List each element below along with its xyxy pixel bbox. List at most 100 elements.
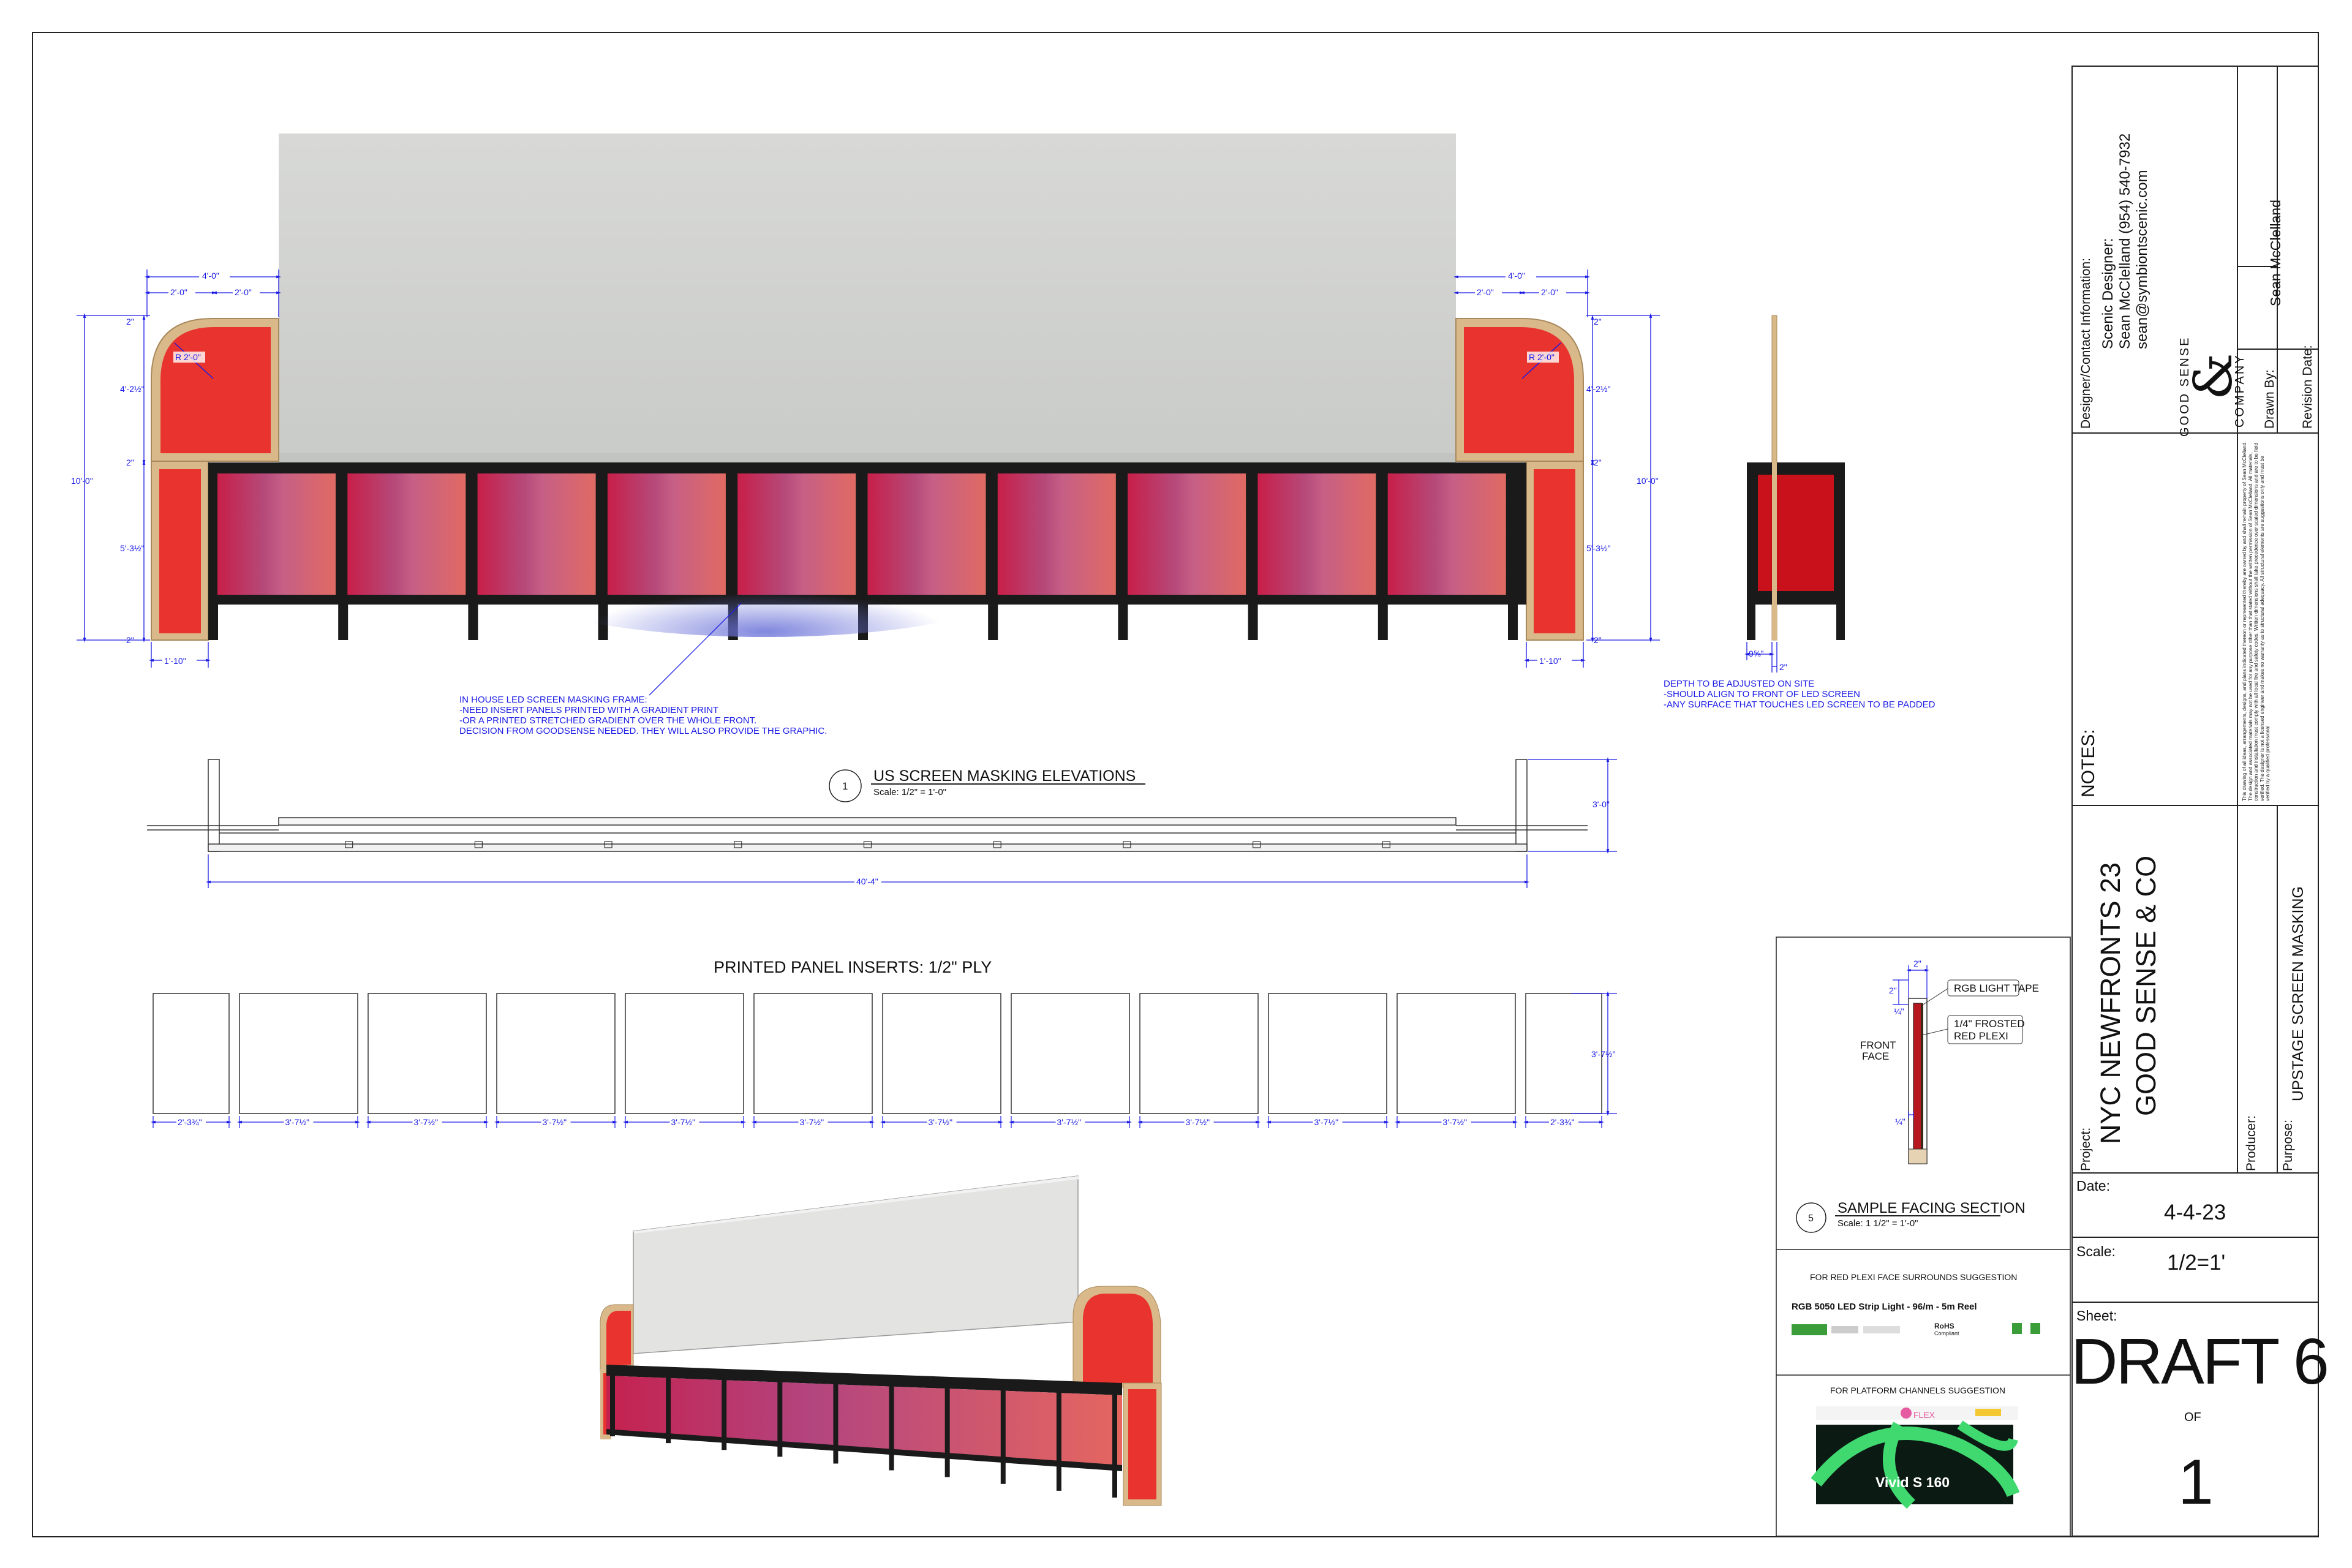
insert-panel — [882, 993, 1001, 1114]
svg-text:RGB LIGHT TAPE: RGB LIGHT TAPE — [1954, 982, 2039, 994]
svg-text:2'-0": 2'-0" — [1541, 287, 1558, 297]
platform-leg — [468, 605, 478, 640]
platform-leg — [988, 605, 998, 640]
insert-panel — [1525, 993, 1602, 1114]
insert-panel — [753, 993, 873, 1114]
svg-text:&: & — [2183, 353, 2244, 400]
front-panel — [1387, 473, 1506, 595]
svg-text:COMPANY: COMPANY — [2233, 353, 2247, 428]
svg-text:4'-0": 4'-0" — [202, 271, 219, 281]
platform-leg — [1248, 605, 1258, 640]
insert-width-label: 3'-7½" — [543, 1117, 567, 1127]
svg-text:1'-10": 1'-10" — [164, 656, 186, 666]
insert-panel — [1011, 993, 1130, 1114]
insert-height-label: 3'-7½" — [1591, 1049, 1616, 1059]
svg-text:2": 2" — [126, 635, 134, 645]
insert-height-dim — [1571, 991, 1617, 1116]
platform-leg — [208, 605, 218, 640]
svg-text:5: 5 — [1808, 1213, 1814, 1224]
insert-panel — [368, 993, 487, 1114]
purpose-value: UPSTAGE SCREEN MASKING — [2290, 886, 2307, 1101]
plan-height-label: 3'-0" — [1593, 799, 1610, 809]
insert-width-label: 3'-7½" — [1186, 1117, 1210, 1127]
sheet-of-label: OF — [2184, 1411, 2201, 1424]
platform-leg — [1508, 605, 1518, 640]
contact-heading: Designer/Contact Information: — [2079, 258, 2093, 429]
section-scale: Scale: 1 1/2" = 1'-0" — [1838, 1218, 1918, 1229]
elevation-dim-labels: 4'-0" 2'-0" 2'-0" 4'-0" 2'-0" 2'-0" 10'-… — [71, 270, 1659, 666]
designer-role: Scenic Designer: — [2100, 238, 2116, 349]
date-value: 4-4-23 — [2164, 1200, 2226, 1224]
section-detail-box: 2" 2" ¼" ¼" RGB LIGHT TAPE 1/4" FROSTED … — [1776, 937, 2071, 1537]
elevation-title-callout: 1 US SCREEN MASKING ELEVATIONS Scale: 1/… — [829, 767, 1145, 802]
svg-text:2": 2" — [126, 317, 134, 326]
radius-label-left: R 2'-0" — [175, 352, 201, 362]
scale-label: Scale: — [2076, 1243, 2116, 1259]
insert-width-label: 3'-7½" — [1057, 1117, 1082, 1127]
plan-view — [147, 759, 1588, 852]
svg-text:1: 1 — [842, 780, 848, 792]
insert-panel — [239, 993, 358, 1114]
radius-label-right: R 2'-0" — [1529, 352, 1555, 362]
purpose-label: Purpose: — [2281, 1119, 2295, 1171]
side-view: 9⅝" 2" — [1744, 315, 1845, 673]
svg-text:FACE: FACE — [1862, 1050, 1889, 1062]
date-label: Date: — [2076, 1178, 2110, 1194]
svg-text:¼": ¼" — [1894, 1006, 1904, 1016]
side-view-note: DEPTH TO BE ADJUSTED ON SITE -SHOULD ALI… — [1664, 679, 1936, 710]
platform-leg — [1378, 605, 1388, 640]
insert-panel — [1396, 993, 1516, 1114]
disclaimer-text: This drawing of all ideas, arrangements,… — [2242, 441, 2271, 801]
insert-width-label: 2'-3¾" — [1550, 1117, 1575, 1127]
svg-text:4'-0": 4'-0" — [1508, 271, 1525, 281]
svg-text:2": 2" — [1889, 986, 1897, 995]
svg-text:1'-10": 1'-10" — [1539, 656, 1561, 666]
svg-text:FRONT: FRONT — [1860, 1039, 1896, 1051]
side-dim-b: 2" — [1779, 662, 1787, 672]
svg-text:2'-0": 2'-0" — [170, 287, 187, 297]
led-strip-product: RGB 5050 LED Strip Light - 96/m - 5m Ree… — [1792, 1302, 1977, 1312]
insert-width-label: 3'-7½" — [1443, 1117, 1468, 1127]
platform-leg — [338, 605, 349, 640]
revision-date-label: Revision Date: — [2301, 345, 2315, 429]
insert-panel — [1139, 993, 1259, 1114]
sheet-of-value: 1 — [2178, 1447, 2214, 1518]
designer-phone: Sean McClelland (954) 540-7932 — [2117, 133, 2133, 349]
sheet-label: Sheet: — [2076, 1308, 2117, 1324]
front-panel — [217, 473, 336, 595]
neon-product-name: Vivid S 160 — [1875, 1474, 1950, 1490]
drawn-by-value: Sean McClelland — [2267, 200, 2283, 306]
svg-text:¼": ¼" — [1895, 1117, 1905, 1126]
insert-width-label: 3'-7½" — [1314, 1117, 1339, 1127]
svg-text:FLEX: FLEX — [1913, 1410, 1936, 1420]
scale-value: 1/2=1' — [2167, 1251, 2226, 1275]
drawn-by-label: Drawn By: — [2263, 369, 2277, 429]
svg-text:2": 2" — [126, 458, 134, 467]
insert-width-label: 2'-3¾" — [178, 1117, 202, 1127]
front-panel — [1128, 473, 1246, 595]
section-title: SAMPLE FACING SECTION — [1838, 1200, 2026, 1216]
svg-text:5'-3½": 5'-3½" — [120, 543, 145, 553]
svg-text:RoHS: RoHS — [1934, 1322, 1954, 1330]
svg-text:4'-2½": 4'-2½" — [1586, 384, 1611, 394]
svg-text:5'-3½": 5'-3½" — [1586, 543, 1611, 553]
svg-text:2": 2" — [1594, 635, 1602, 645]
project-label: Project: — [2079, 1127, 2093, 1171]
elevation-scale: Scale: 1/2" = 1'-0" — [873, 787, 946, 797]
platform-suggestion-heading: FOR PLATFORM CHANNELS SUGGESTION — [1830, 1385, 2005, 1395]
svg-text:2'-0": 2'-0" — [1477, 287, 1494, 297]
svg-text:4'-2½": 4'-2½" — [120, 384, 145, 394]
svg-text:RED PLEXI: RED PLEXI — [1954, 1030, 2008, 1042]
svg-text:Compliant: Compliant — [1934, 1330, 1959, 1336]
svg-text:10'-0": 10'-0" — [71, 476, 93, 486]
elevation-title: US SCREEN MASKING ELEVATIONS — [873, 767, 1136, 785]
insert-panel — [496, 993, 616, 1114]
isometric-view — [600, 1175, 1162, 1506]
insert-width-label: 3'-7½" — [671, 1117, 696, 1127]
insert-panel — [153, 993, 230, 1114]
front-elevation: R 2'-0" R 2'-0" — [151, 134, 1584, 641]
platform-leg — [1118, 605, 1128, 640]
sheet-value: DRAFT 6 — [2071, 1325, 2329, 1398]
svg-text:2": 2" — [1594, 317, 1602, 326]
